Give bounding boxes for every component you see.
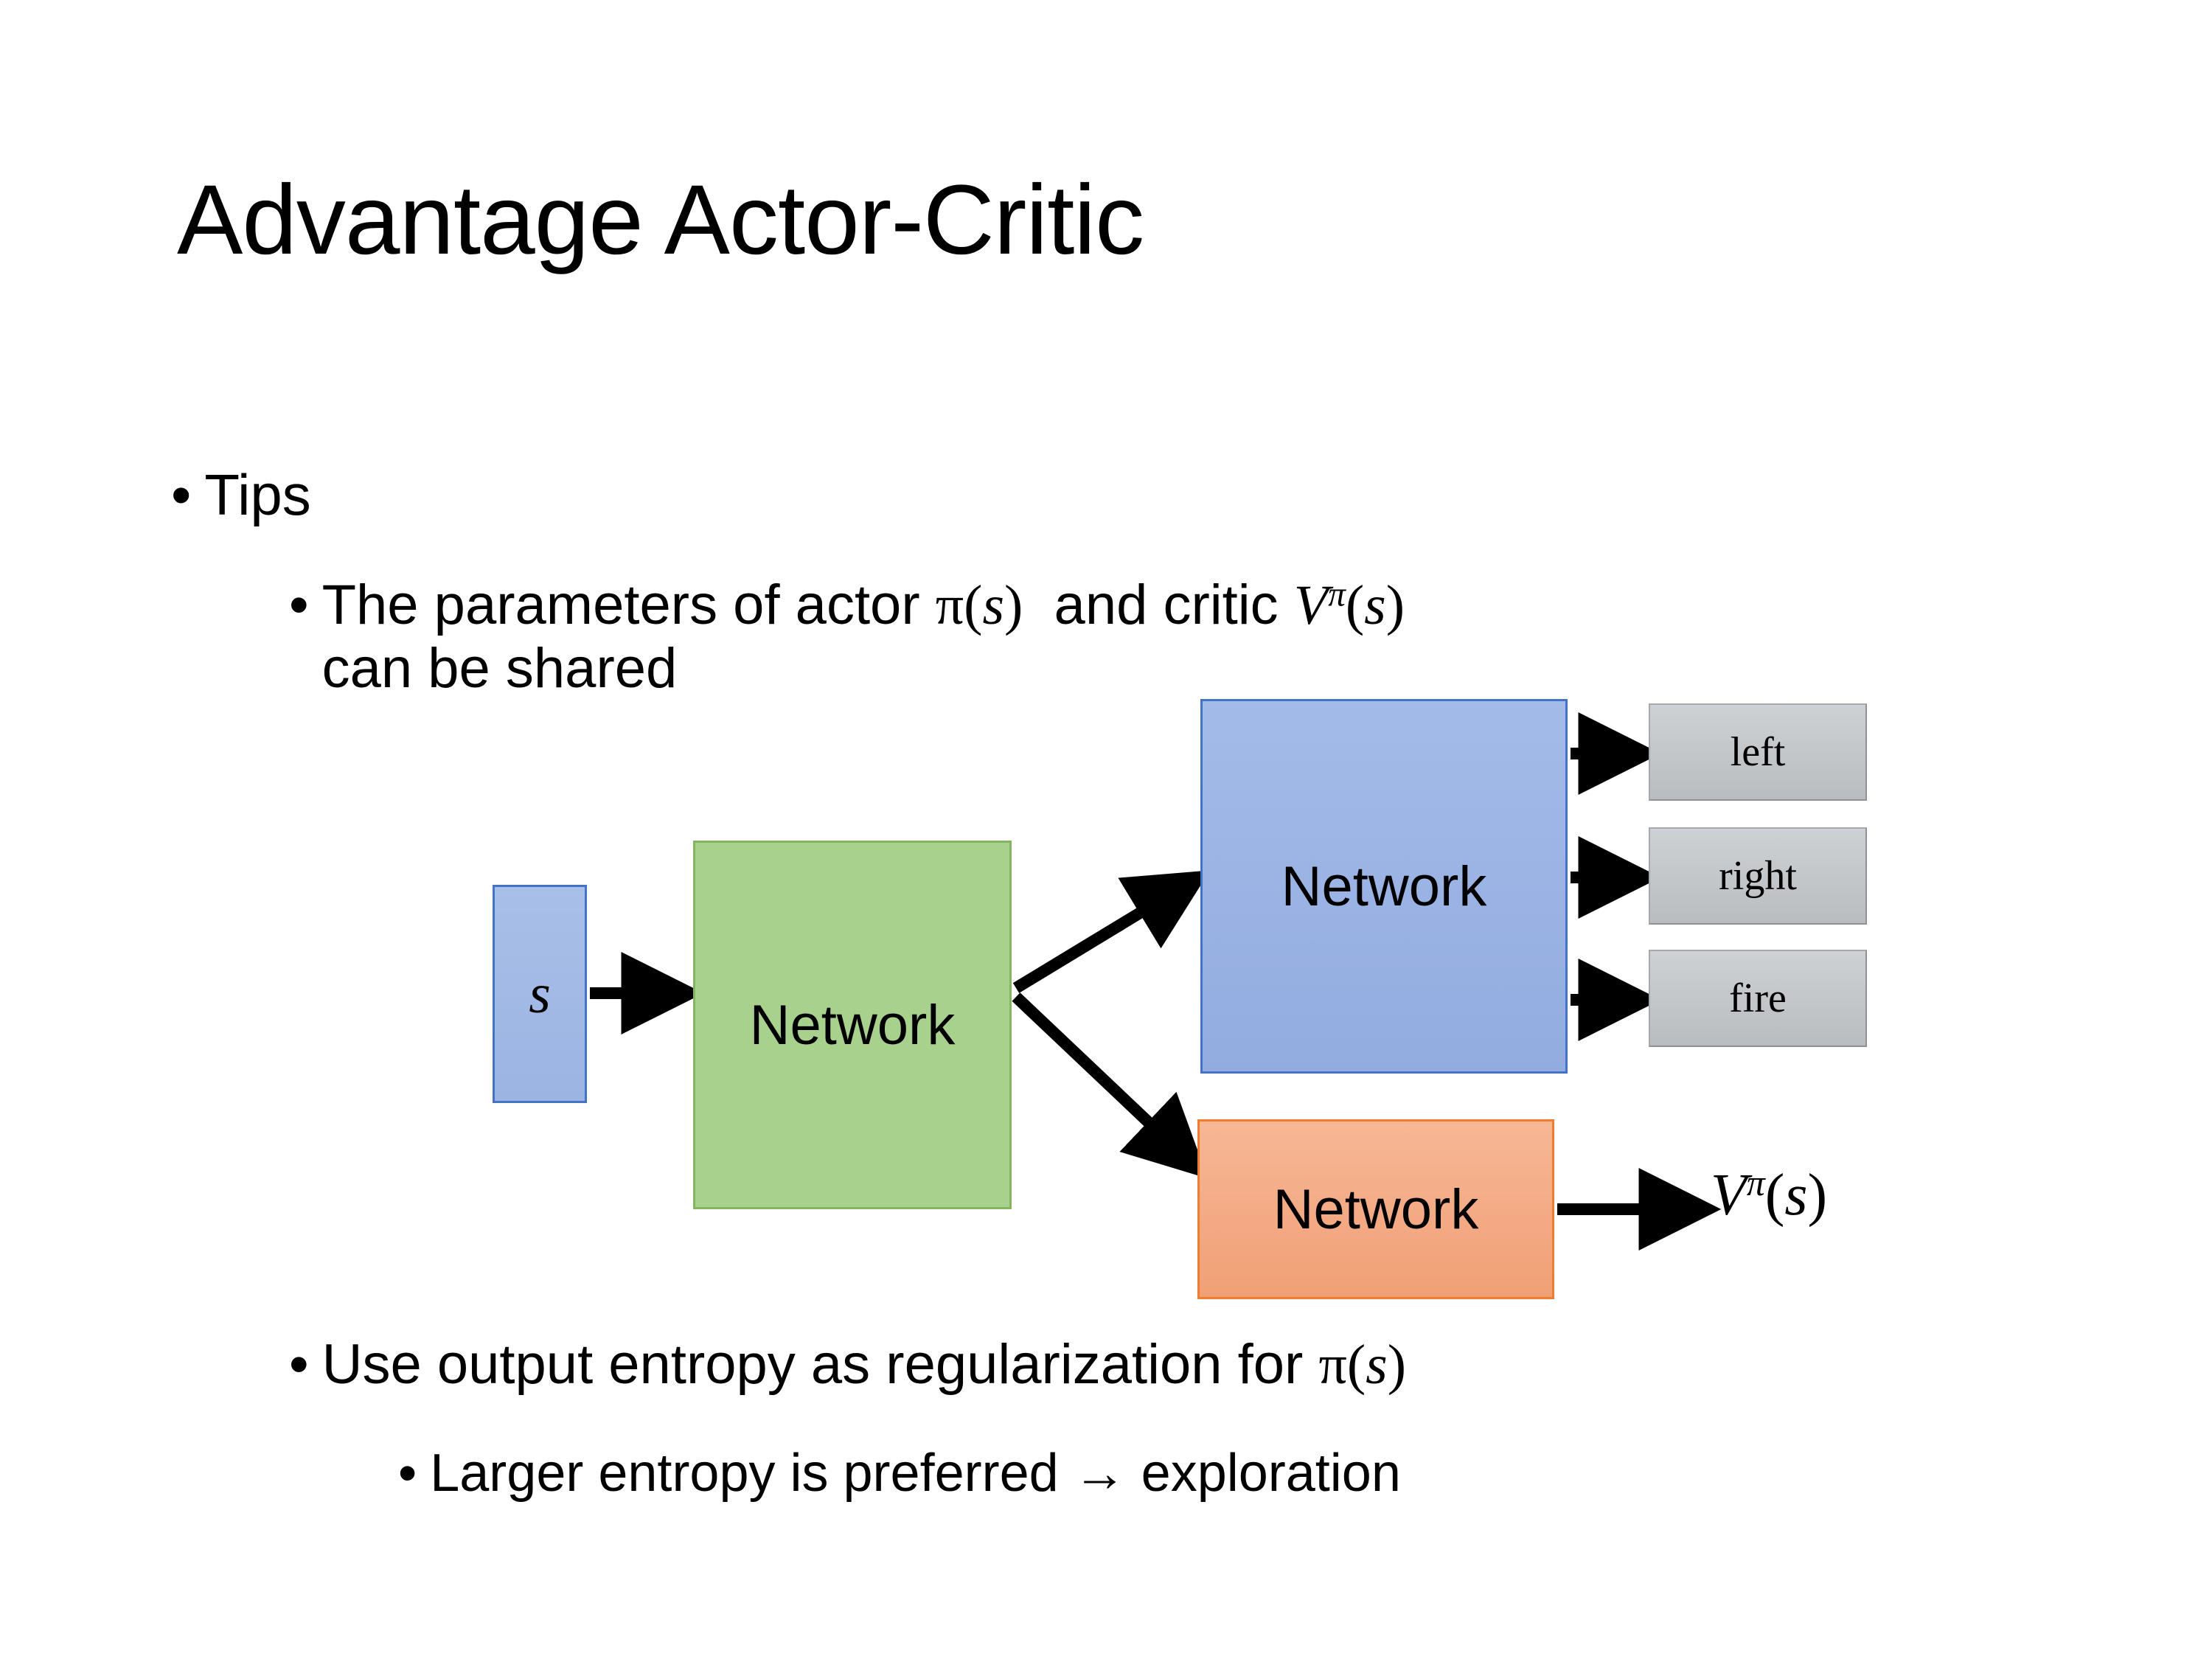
action-label-left: left	[1730, 729, 1786, 775]
shared-text-mid: and critic	[1023, 574, 1294, 636]
actor-policy-symbol: π(s)	[935, 574, 1023, 636]
shared-network-label: Network	[749, 993, 956, 1057]
value-function-symbol: Vπ(s)	[1711, 1163, 1828, 1228]
bullet-tips-label: Tips	[204, 462, 311, 527]
actor-network-label: Network	[1281, 855, 1487, 918]
page-title: Advantage Actor-Critic	[177, 165, 1144, 275]
entropy-text-lead: Use output entropy as regularization for	[321, 1333, 1319, 1396]
action-box-left: left	[1649, 703, 1867, 801]
bullet-marker-icon: •	[289, 1333, 309, 1396]
bullet-larger-entropy: • Larger entropy is preferred → explorat…	[398, 1444, 2094, 1503]
bullet-tips: • Tips	[171, 462, 311, 527]
shared-text-second-line: can be shared	[321, 637, 678, 700]
bullet-marker-icon: •	[289, 574, 309, 636]
shared-network-box: Network	[693, 841, 1012, 1209]
state-label: s	[529, 962, 551, 1025]
actor-policy-symbol: π(s)	[1318, 1334, 1407, 1396]
critic-network-label: Network	[1273, 1178, 1479, 1241]
state-input-box: s	[493, 885, 587, 1103]
actor-network-box: Network	[1200, 699, 1568, 1074]
action-label-fire: fire	[1729, 975, 1787, 1021]
action-box-right: right	[1649, 827, 1867, 925]
arrow-shared-to-critic	[1012, 992, 1208, 1179]
critic-value-symbol: Vπ(s)	[1293, 574, 1405, 636]
bullet-entropy-regularization: • Use output entropy as regularization f…	[289, 1333, 2059, 1397]
action-box-fire: fire	[1649, 950, 1867, 1047]
bullet-shared-parameters: • The parameters of actor π(s) and criti…	[289, 574, 2007, 700]
action-label-right: right	[1719, 853, 1797, 899]
shared-text-lead: The parameters of actor	[321, 574, 936, 636]
bullet-marker-icon: •	[171, 462, 192, 527]
bullet-entropy-text: Use output entropy as regularization for…	[322, 1333, 1406, 1397]
bullet-shared-text: The parameters of actor π(s) and critic …	[322, 574, 1405, 700]
bullet-marker-icon: •	[398, 1444, 417, 1503]
arrow-shared-to-actor	[1012, 870, 1211, 993]
critic-network-box: Network	[1197, 1119, 1554, 1299]
value-function-output-label: Vπ(s)	[1711, 1165, 1827, 1225]
bullet-larger-label: Larger entropy is preferred → exploratio…	[430, 1444, 1401, 1503]
